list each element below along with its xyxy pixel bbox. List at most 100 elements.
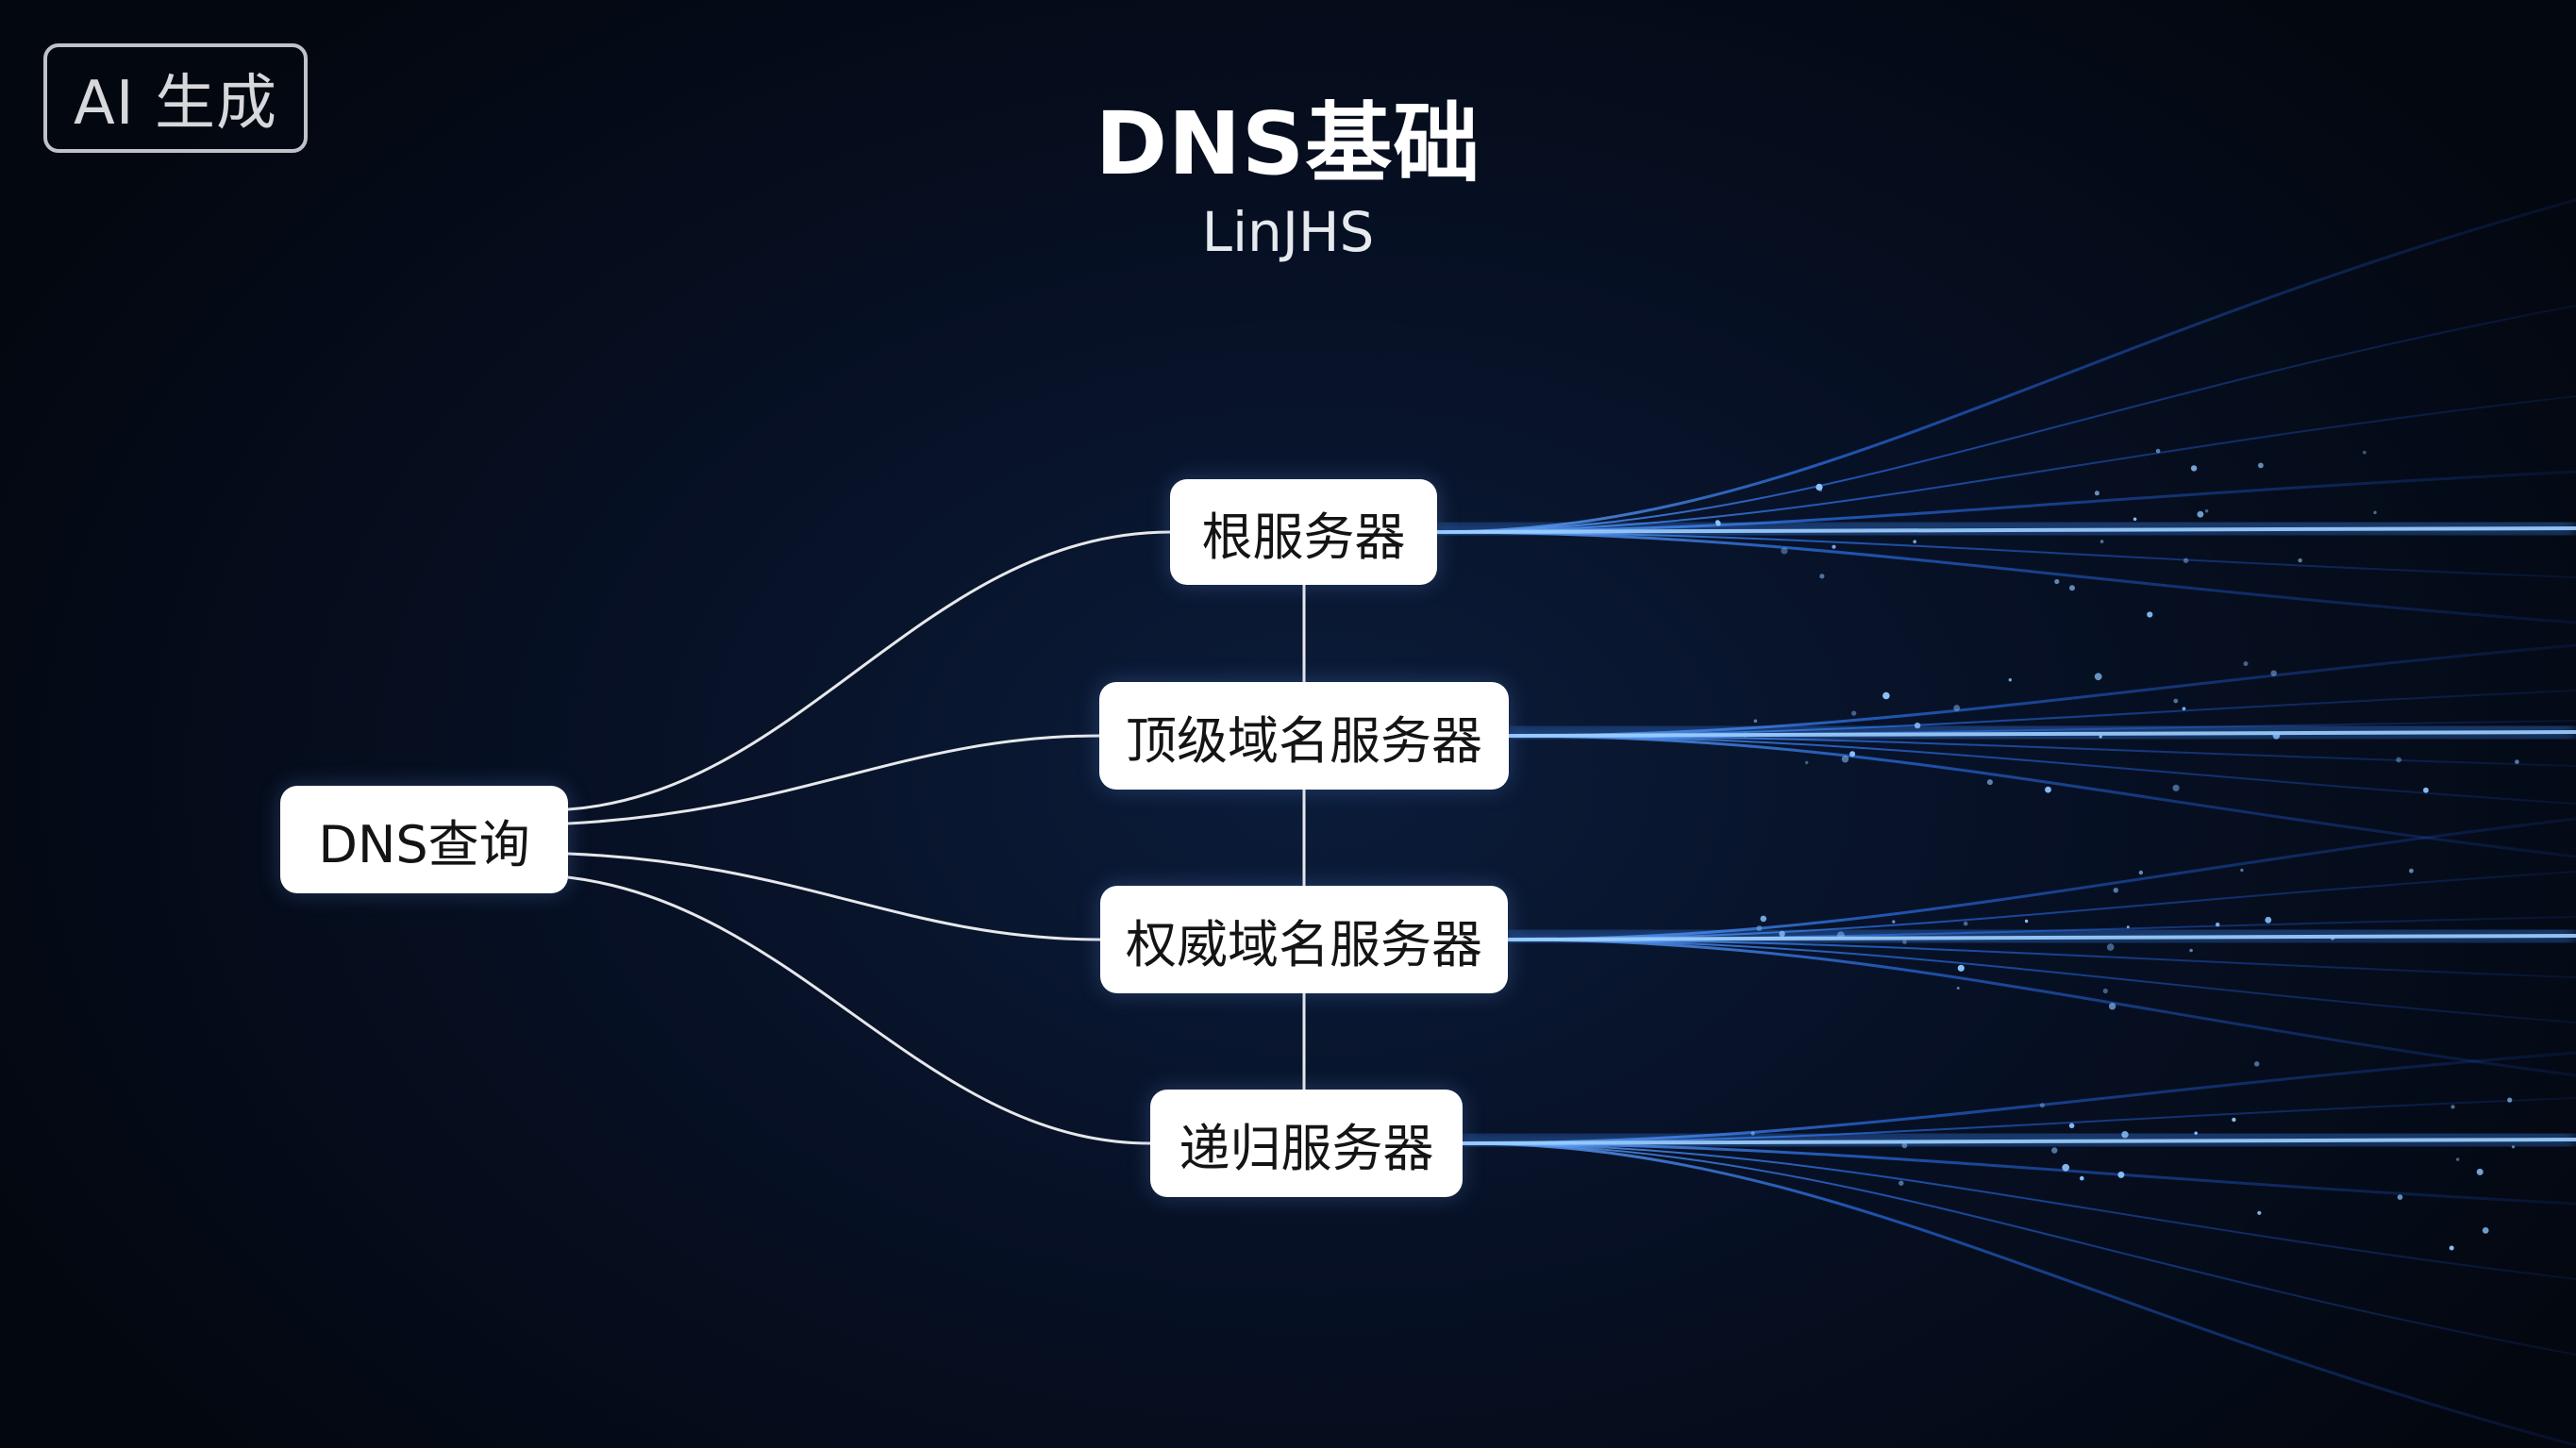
light-particle xyxy=(2113,888,2118,893)
light-particle xyxy=(1819,574,1825,579)
light-particle xyxy=(1963,921,1968,926)
light-streak-1-5 xyxy=(1508,735,2576,805)
light-particle xyxy=(1956,987,1960,990)
light-particle xyxy=(2270,670,2277,676)
tld-server-label: 顶级域名服务器 xyxy=(1126,710,1482,771)
light-particle xyxy=(1753,719,1758,724)
light-streak-2-6 xyxy=(1507,938,2576,1077)
light-particle xyxy=(2068,1123,2075,1129)
connector-to-root-server xyxy=(567,530,1171,811)
streak-core-1 xyxy=(1508,730,2576,738)
light-particle xyxy=(2182,707,2186,711)
light-particle xyxy=(1953,705,1961,711)
light-streak-3-3 xyxy=(1462,1141,2576,1206)
light-particle xyxy=(2121,1131,2129,1139)
light-streak-0-5 xyxy=(1436,531,2576,578)
light-streak-0-1 xyxy=(1436,305,2576,533)
light-particle xyxy=(2051,1147,2058,1154)
light-streak-3-0 xyxy=(1462,1051,2576,1145)
light-particle xyxy=(2397,1194,2403,1200)
light-particle xyxy=(1899,1180,1904,1186)
light-streak-0-2 xyxy=(1436,395,2576,533)
light-particle xyxy=(2240,868,2244,873)
light-particle xyxy=(2008,678,2012,682)
light-streak-0-0 xyxy=(1436,198,2576,534)
light-particle xyxy=(1779,930,1785,938)
light-particle xyxy=(1851,710,1857,716)
tld-server-node: 顶级域名服务器 xyxy=(1099,682,1509,790)
streak-core-3 xyxy=(1462,1138,2576,1145)
light-particle xyxy=(2024,919,2029,924)
light-streak-0-6 xyxy=(1436,530,2576,624)
light-particle xyxy=(1760,915,1767,923)
light-particle xyxy=(2373,510,2377,514)
light-particle xyxy=(2423,787,2429,793)
light-streak-3-6 xyxy=(1462,1141,2576,1447)
root-server-label: 根服务器 xyxy=(1201,507,1406,567)
light-particle xyxy=(2117,1171,2125,1178)
dns-query-label: DNS查询 xyxy=(318,814,530,874)
connector-to-tld-server xyxy=(567,734,1100,825)
light-particle xyxy=(2106,943,2115,951)
light-particle xyxy=(1756,925,1763,931)
streak-core-0 xyxy=(1436,526,2576,534)
light-particle xyxy=(2243,661,2249,667)
light-particle xyxy=(1781,547,1788,555)
light-streak-2-5 xyxy=(1507,939,2576,1024)
light-particle xyxy=(2456,1157,2460,1161)
light-particle xyxy=(2133,517,2137,522)
light-particle xyxy=(2080,1175,2084,1181)
light-particle xyxy=(2257,1210,2262,1215)
light-particle xyxy=(2069,585,2075,591)
connector-to-authoritative-server xyxy=(567,852,1101,941)
light-particle xyxy=(2094,491,2099,496)
light-particle xyxy=(2216,922,2220,927)
light-particle xyxy=(1914,722,1921,729)
light-particle xyxy=(2396,757,2402,763)
light-particle xyxy=(2045,786,2051,793)
light-particle xyxy=(1832,544,1836,549)
light-particle xyxy=(2362,450,2367,455)
light-particle xyxy=(1750,1131,1755,1136)
light-particle xyxy=(1913,540,1916,543)
light-particle xyxy=(2183,558,2189,563)
light-particle xyxy=(2172,784,2180,791)
connector-to-recursive-server xyxy=(567,875,1151,1145)
light-streak-1-0 xyxy=(1508,643,2576,738)
light-particle xyxy=(2099,735,2102,739)
authoritative-server-node: 权威域名服务器 xyxy=(1100,886,1508,993)
light-particle xyxy=(2173,698,2179,704)
light-particle xyxy=(2482,1227,2489,1234)
ai-generated-badge-text: AI 生成 xyxy=(74,69,277,139)
light-particle xyxy=(2515,759,2519,764)
light-particle xyxy=(2062,1163,2070,1172)
recursive-server-node: 递归服务器 xyxy=(1150,1090,1463,1197)
light-streak-3-4 xyxy=(1462,1142,2576,1280)
light-particle xyxy=(1715,520,1720,524)
light-particle xyxy=(1742,732,1748,738)
light-particle xyxy=(2108,1003,2116,1010)
light-particle xyxy=(2507,1097,2513,1103)
light-particle xyxy=(2126,925,2130,929)
slide-title: DNS基础 xyxy=(1095,93,1481,194)
light-particle xyxy=(2204,509,2209,513)
light-particle xyxy=(1849,751,1856,757)
light-particle xyxy=(2330,936,2335,940)
light-streak-2-0 xyxy=(1507,817,2576,941)
light-particle xyxy=(2147,611,2153,618)
light-particle xyxy=(2476,1168,2484,1175)
light-particle xyxy=(1986,779,1993,786)
light-particle xyxy=(2189,948,2193,953)
light-particle xyxy=(1902,940,1907,945)
streak-core-2 xyxy=(1507,934,2576,941)
light-particle xyxy=(1901,1142,1908,1149)
light-particle xyxy=(2102,988,2108,994)
light-particle xyxy=(1957,964,1965,972)
light-particle xyxy=(2155,448,2161,454)
light-particle xyxy=(2258,462,2264,469)
light-particle xyxy=(2451,1105,2455,1109)
light-particle xyxy=(2272,732,2281,740)
recursive-server-label: 递归服务器 xyxy=(1179,1118,1434,1178)
